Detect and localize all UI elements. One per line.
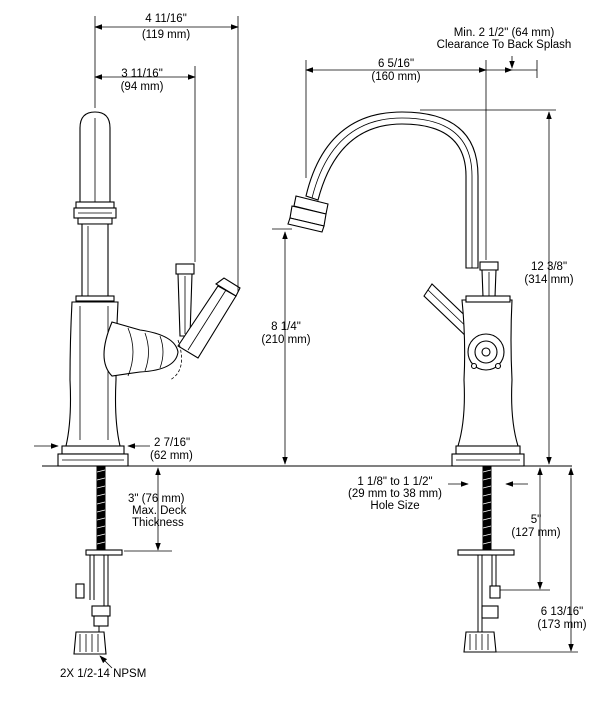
deck-thickness-line1: 3" (76 mm) [128,493,185,505]
note-connection: 2X 1/2-14 NPSM [60,655,146,680]
clearance-line1: Min. 2 1/2" (64 mm) [454,27,555,39]
shank-length-metric: (127 mm) [511,527,560,539]
dim-supply-length: 6 13/16" (173 mm) [496,467,587,653]
clearance-line2: Clearance To Back Splash [437,39,572,51]
side-depth-handle-frac: 3 11/16" [121,68,163,80]
spout-height-metric: (210 mm) [261,334,310,346]
dim-total-height: 12 3/8" (314 mm) [420,109,574,465]
spout-reach-frac: 6 5/16" [378,58,414,70]
dim-base-width: 2 7/16" (62 mm) [34,437,193,462]
base-width-frac: 2 7/16" [154,437,190,449]
total-height-metric: (314 mm) [524,274,573,286]
dim-shank-length: 5" (127 mm) [500,467,561,591]
front-view-faucet [287,111,525,467]
side-view-faucet [57,111,241,467]
side-view-shank [73,465,123,655]
dim-clearance: Min. 2 1/2" (64 mm) Clearance To Back Sp… [437,27,572,78]
side-depth-total-metric: (119 mm) [142,29,191,41]
total-height-frac: 12 3/8" [531,261,567,273]
supply-length-metric: (173 mm) [537,619,586,631]
dim-spout-height: 8 1/4" (210 mm) [261,228,311,465]
deck-thickness-line3: Thickness [132,517,184,529]
deck-thickness-line2: Max. Deck [132,505,187,517]
side-depth-total-frac: 4 11/16" [145,13,187,25]
dim-deck-thickness: 3" (76 mm) Max. Deck Thickness [124,467,187,552]
dim-side-depth-handle: 3 11/16" (94 mm) [94,66,196,262]
spout-reach-metric: (160 mm) [371,71,420,83]
dim-side-depth-total: 4 11/16" (119 mm) [94,13,239,292]
supply-length-frac: 6 13/16" [541,606,583,618]
connection-note: 2X 1/2-14 NPSM [60,668,146,680]
spout-height-frac: 8 1/4" [271,321,301,333]
base-width-metric: (62 mm) [150,450,193,462]
dim-hole-size: 1 1/8" to 1 1/2" (29 mm to 38 mm) Hole S… [348,476,528,512]
dim-spout-reach: 6 5/16" (160 mm) [305,58,487,260]
hole-size-line3: Hole Size [370,500,419,512]
front-view-shank [457,465,515,653]
shank-length-frac: 5" [531,514,541,526]
side-depth-handle-metric: (94 mm) [121,81,164,93]
hole-size-line2: (29 mm to 38 mm) [348,488,442,500]
hole-size-line1: 1 1/8" to 1 1/2" [357,476,432,488]
